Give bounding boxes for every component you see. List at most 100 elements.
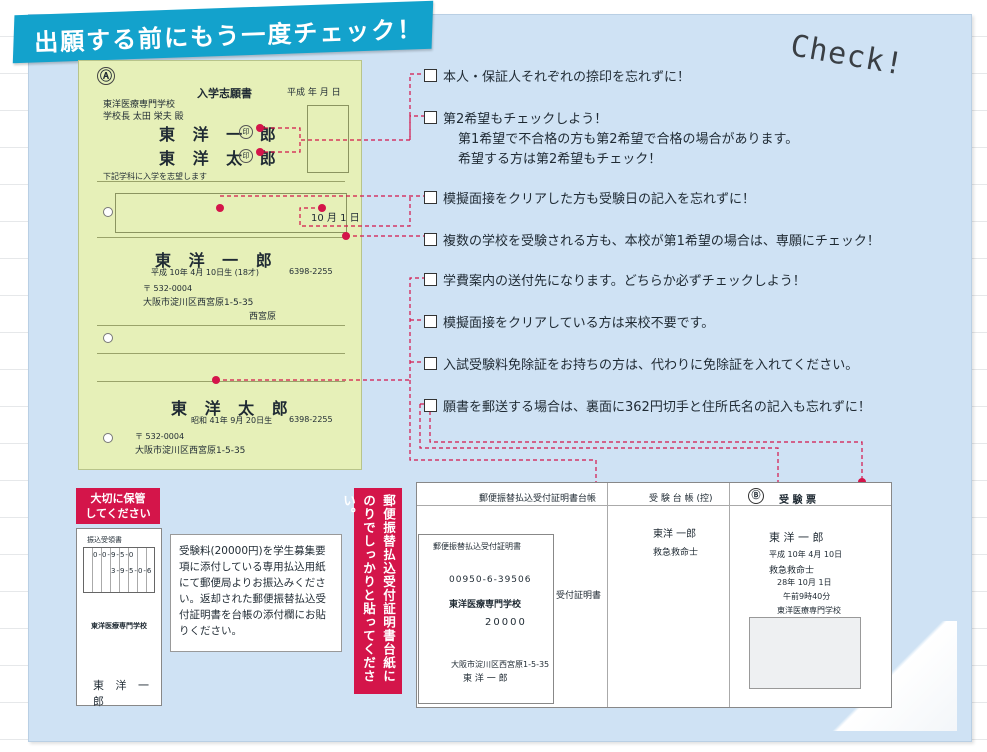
application-form-a: Ⓐ 入学志願書 平成 年 月 日 東洋医療専門学校 学校長 太田 栄夫 殿 東 … xyxy=(78,60,362,470)
form-a-student-name: 東 洋 一 郎 xyxy=(155,251,278,270)
checkbox-icon[interactable] xyxy=(424,111,437,124)
binder-hole xyxy=(103,433,113,443)
checklist-subtext: 希望する方は第2希望もチェック！ xyxy=(458,152,662,167)
checklist-subtext: 第1希望で不合格の方も第2希望で合格の場合があります。 xyxy=(458,132,799,147)
checklist-item[interactable]: 第2希望もチェックしよう！ xyxy=(424,108,608,127)
checkbox-icon[interactable] xyxy=(424,233,437,246)
checkbox-icon[interactable] xyxy=(424,357,437,370)
form-a-guarantor-name: 東 洋 太 郎 xyxy=(171,399,294,418)
receipt-number: 3-9-5-0-6 xyxy=(111,567,153,575)
form-a-city: 西宮原 xyxy=(249,312,277,322)
receipt-name: 東 洋 一 郎 xyxy=(93,679,153,708)
receipt-school: 東洋医療専門学校 xyxy=(91,622,147,630)
ticket-date: 28年 10月 1日 xyxy=(777,578,832,587)
ticket-course: 救急救命士 xyxy=(769,566,815,576)
checklist-item[interactable]: 模擬面接をクリアした方も受験日の記入を忘れずに！ xyxy=(424,188,756,207)
form-a-address: 大阪市淀川区西宮原1-5-35 xyxy=(143,298,254,308)
checklist-item[interactable]: 本人・保証人それぞれの捺印を忘れずに！ xyxy=(424,66,691,85)
photo-box xyxy=(307,105,349,173)
paste-instruction: 郵便振替払込受付証明書台紙に のりでしっかりと貼ってください。 xyxy=(341,488,402,694)
keep-safe-tag: 大切に保管 してください xyxy=(76,488,160,524)
checklist-label: 複数の学校を受験される方も、本校が第1希望の場合は、専願にチェック！ xyxy=(443,234,880,249)
checklist-label: 模擬面接をクリアした方も受験日の記入を忘れずに！ xyxy=(443,192,756,207)
checkbox-icon[interactable] xyxy=(424,315,437,328)
keep-tag-line: してください xyxy=(85,507,151,520)
divider xyxy=(97,237,345,238)
receipt-number: 0-0-9-5-0 xyxy=(93,551,135,559)
form-a-dob: 平成 10年 4月 10日生 (18才) xyxy=(151,268,260,277)
form-a-exam-day: 10 月 1 日 xyxy=(311,213,360,224)
form-a-apply-note: 下記学科に入学を志望します xyxy=(103,172,207,181)
checklist-label: 本人・保証人それぞれの捺印を忘れずに！ xyxy=(443,70,691,85)
checklist-label: 模擬面接をクリアしている方は来校不要です。 xyxy=(443,316,715,331)
form-a-guardian-name: 東 洋 太 郎 xyxy=(159,149,282,168)
form-a-title: 入学志願書 xyxy=(197,87,252,100)
form-a-guarantor-dob: 昭和 41年 9月 20日生 xyxy=(191,416,273,425)
ledger-header-mid: 受 験 台 帳 (控) xyxy=(649,494,713,504)
seal-stamp-icon: 印 xyxy=(239,149,253,163)
checklist-label: 入試受験料免除証をお持ちの方は、代わりに免除証を入れてください。 xyxy=(443,358,859,373)
checklist-item[interactable]: 願書を郵送する場合は、裏面に362円切手と住所氏名の記入も忘れずに！ xyxy=(424,396,871,415)
marker-dot xyxy=(342,232,350,240)
fee-info-box: 受験料(20000円)を学生募集要項に添付している専用払込用紙にて郵便局よりお振… xyxy=(170,534,342,652)
checklist-item[interactable]: 模擬面接をクリアしている方は来校不要です。 xyxy=(424,312,715,331)
form-a-addressee: 学校長 太田 栄夫 殿 xyxy=(103,112,184,122)
keep-tag-line: 大切に保管 xyxy=(90,492,146,505)
slip-name: 東 洋 一 郎 xyxy=(463,674,508,684)
form-a-applicant-name: 東 洋 一 郎 xyxy=(159,125,282,144)
binder-hole xyxy=(103,207,113,217)
divider xyxy=(97,353,345,354)
checkbox-icon[interactable] xyxy=(424,191,437,204)
marker-dot xyxy=(212,376,220,384)
payment-slip: 郵便振替払込受付証明書 00950-6-39506 東洋医療専門学校 20000… xyxy=(418,534,554,704)
divider xyxy=(97,381,345,382)
map-image xyxy=(749,617,861,689)
ticket-name: 東 洋 一 郎 xyxy=(769,531,824,544)
form-a-zip: 〒 532-0004 xyxy=(143,284,193,293)
ledger-header-right: 受 験 票 xyxy=(779,495,816,506)
form-a-tel: 6398-2255 xyxy=(289,267,333,276)
paste-instruction-line: のりでしっかりと貼ってください。 xyxy=(341,494,376,683)
checklist-item[interactable]: 入試受験料免除証をお持ちの方は、代わりに免除証を入れてください。 xyxy=(424,354,859,373)
checklist-label: 第2希望もチェックしよう！ xyxy=(443,112,608,127)
checklist-label: 学費案内の送付先になります。どちらか必ずチェックしよう！ xyxy=(443,274,806,289)
form-a-date: 平成 年 月 日 xyxy=(287,88,341,98)
slip-title: 郵便振替払込受付証明書 xyxy=(433,542,521,551)
divider xyxy=(607,483,608,707)
form-a-label: Ⓐ xyxy=(97,67,115,85)
marker-dot xyxy=(318,204,326,212)
slip-address: 大阪市淀川区西宮原1-5-35 xyxy=(451,660,550,669)
marker-dot xyxy=(256,124,264,132)
marker-dot xyxy=(256,148,264,156)
seal-stamp-icon: 印 xyxy=(239,125,253,139)
marker-dot xyxy=(216,204,224,212)
ticket-b-label: Ⓑ xyxy=(748,488,764,504)
checkbox-icon[interactable] xyxy=(424,399,437,412)
ledger-header-left: 郵便振替払込受付証明書台帳 xyxy=(479,494,597,504)
divider xyxy=(97,181,345,182)
ticket-dob: 平成 10年 4月 10日 xyxy=(769,550,843,559)
ledger-mid-name: 東洋 一郎 xyxy=(653,529,697,540)
slip-school: 東洋医療専門学校 xyxy=(449,600,522,610)
payment-receipt-small: 振込受領書 0-0-9-5-0 3-9-5-0-6 東洋医療専門学校 東 洋 一… xyxy=(76,528,162,708)
receipt-title: 振込受領書 xyxy=(87,536,122,544)
slip-account: 00950-6-39506 xyxy=(449,575,532,585)
divider xyxy=(729,483,730,707)
form-a-guarantor-address: 大阪市淀川区西宮原1-5-35 xyxy=(135,446,246,456)
slip-amount: 20000 xyxy=(485,617,527,628)
receipt-number-grid xyxy=(83,547,155,593)
checklist-item[interactable]: 複数の学校を受験される方も、本校が第1希望の場合は、専願にチェック！ xyxy=(424,230,880,249)
form-a-guarantor-zip: 〒 532-0004 xyxy=(135,432,185,441)
paste-instruction-line: 郵便振替払込受付証明書台紙に xyxy=(381,494,396,683)
checkbox-icon[interactable] xyxy=(424,69,437,82)
checklist-item[interactable]: 学費案内の送付先になります。どちらか必ずチェックしよう！ xyxy=(424,270,806,289)
binder-hole xyxy=(103,333,113,343)
checklist-label: 願書を郵送する場合は、裏面に362円切手と住所氏名の記入も忘れずに！ xyxy=(443,400,871,415)
form-a-school: 東洋医療専門学校 xyxy=(103,100,176,110)
ledger-mid-course: 救急救命士 xyxy=(653,548,699,558)
checkbox-icon[interactable] xyxy=(424,273,437,286)
divider xyxy=(417,505,891,506)
ticket-school: 東洋医療専門学校 xyxy=(777,606,841,615)
divider xyxy=(97,325,345,326)
slip-side-label: 受付証明書 xyxy=(556,591,602,601)
